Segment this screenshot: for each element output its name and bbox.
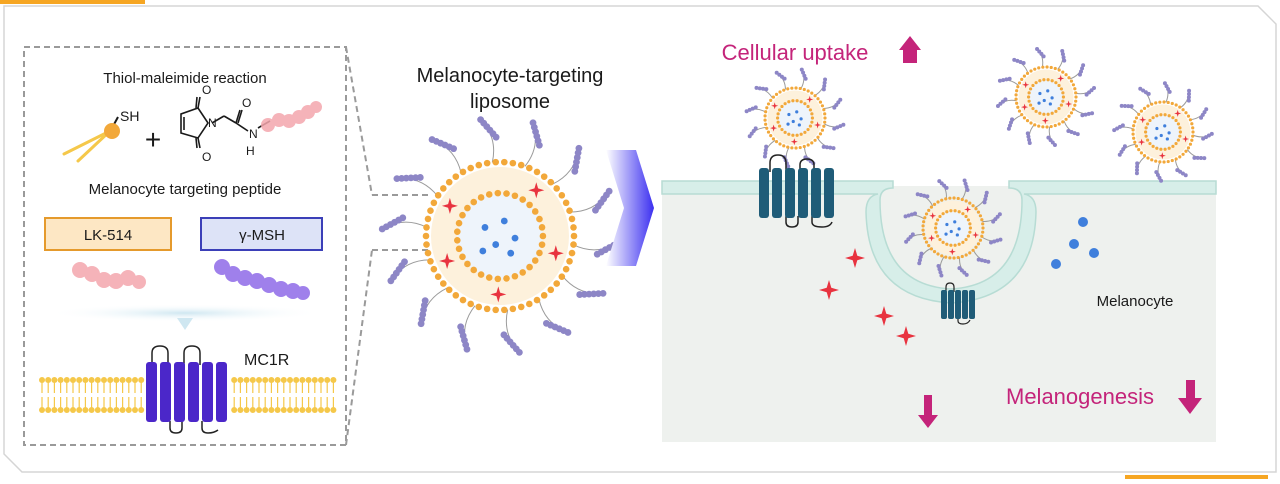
- big-liposome: [378, 116, 622, 356]
- liposome-endocytosed: [903, 178, 1003, 278]
- zoom-connectors: [345, 46, 430, 446]
- drug-star-icon: [1182, 135, 1190, 143]
- drug-star-icon: [1138, 138, 1146, 146]
- drug-star-icon: [929, 212, 937, 220]
- drug-star-icon: [1022, 81, 1030, 89]
- o-bottom: O: [202, 150, 211, 164]
- o-top: O: [202, 83, 211, 97]
- drug-star-icon: [972, 231, 980, 239]
- n-ring: N: [208, 116, 217, 130]
- drug-star-icon: [928, 234, 936, 242]
- peptide-2-label: γ-MSH: [239, 227, 285, 244]
- pink-peptide-chain: [261, 101, 322, 132]
- h-amide: H: [246, 144, 255, 158]
- drug-star-icon: [948, 248, 956, 256]
- reaction-title: Thiol-maleimide reaction: [103, 70, 266, 87]
- o-amide: O: [242, 96, 251, 110]
- left-panel: Thiol-maleimide reaction SH + O O: [23, 46, 347, 446]
- drug-star-icon: [1041, 117, 1049, 125]
- peptide-2-box: [200, 217, 323, 251]
- mc1r-receptor: [146, 345, 227, 434]
- drug-star-icon: [1021, 103, 1029, 111]
- plus-sign: +: [145, 124, 161, 155]
- drug-star-icon: [806, 95, 814, 103]
- lk514-peptide-chain: [72, 262, 146, 289]
- peptide-title: Melanocyte targeting peptide: [89, 181, 282, 198]
- glow-bar: [47, 304, 323, 322]
- liposome-docking: [744, 67, 846, 169]
- outer-frame: [3, 5, 1277, 473]
- drug-star-icon: [441, 197, 458, 214]
- maleimide-structure: [180, 96, 271, 149]
- uptake-up-arrow: [899, 36, 921, 63]
- drug-star-icon: [1158, 152, 1166, 160]
- cell-membrane: [661, 180, 1217, 304]
- released-star-icon: [845, 248, 865, 268]
- n-amide: N: [249, 127, 258, 141]
- membrane-receptor: [759, 154, 834, 228]
- drug-star-icon: [1065, 100, 1073, 108]
- pit-receptor: [941, 282, 975, 325]
- drug-star-icon: [1057, 74, 1065, 82]
- top-accent-bar: [0, 0, 145, 4]
- drug-star-icon: [770, 124, 778, 132]
- thiol-lipid: SH: [62, 108, 139, 163]
- liposome-free-1: [995, 46, 1097, 148]
- released-star-icon: [819, 280, 839, 300]
- liposome-free-2: [1112, 81, 1214, 183]
- glow-pointer: [177, 318, 193, 330]
- uptake-label: Cellular uptake: [722, 40, 869, 65]
- receptor-label: MC1R: [244, 352, 289, 369]
- cell-label: Melanocyte: [1097, 293, 1174, 310]
- released-drug-dots: [1051, 217, 1099, 269]
- liposome-title-line1: Melanocyte-targeting: [417, 65, 604, 87]
- drug-star-icon: [814, 121, 822, 129]
- middle-section: Melanocyte-targeting liposome: [378, 65, 622, 356]
- drug-star-icon: [439, 253, 456, 269]
- drug-star-icon: [1139, 116, 1147, 124]
- released-star-icon: [874, 306, 894, 326]
- bottom-accent-bar: [1125, 475, 1268, 479]
- peptide-1-label: LK-514: [84, 227, 132, 244]
- drug-star-icon: [547, 245, 564, 262]
- drug-star-icon: [1174, 109, 1182, 117]
- released-stars: [819, 248, 916, 346]
- drug-star-icon: [790, 138, 798, 146]
- melanogenesis-down-arrow: [1178, 380, 1202, 414]
- melanogenesis-label: Melanogenesis: [1006, 384, 1154, 409]
- dashed-box: [23, 46, 347, 446]
- lipid-bilayer: [39, 377, 337, 413]
- released-star-icon: [896, 326, 916, 346]
- drug-star-icon: [528, 182, 545, 199]
- gamma-msh-peptide-chain: [214, 259, 310, 300]
- liposome-title-line2: liposome: [470, 91, 550, 113]
- right-panel: Cellular uptake: [661, 36, 1217, 442]
- transition-arrow: [606, 150, 654, 266]
- drug-star-icon: [964, 205, 972, 213]
- drug-star-icon: [490, 286, 507, 303]
- drug-star-icon: [771, 102, 779, 110]
- large-liposome: [378, 116, 622, 356]
- melanin-down-arrow: [918, 395, 938, 428]
- peptide-1-box: [44, 217, 172, 251]
- sh-label: SH: [120, 108, 139, 124]
